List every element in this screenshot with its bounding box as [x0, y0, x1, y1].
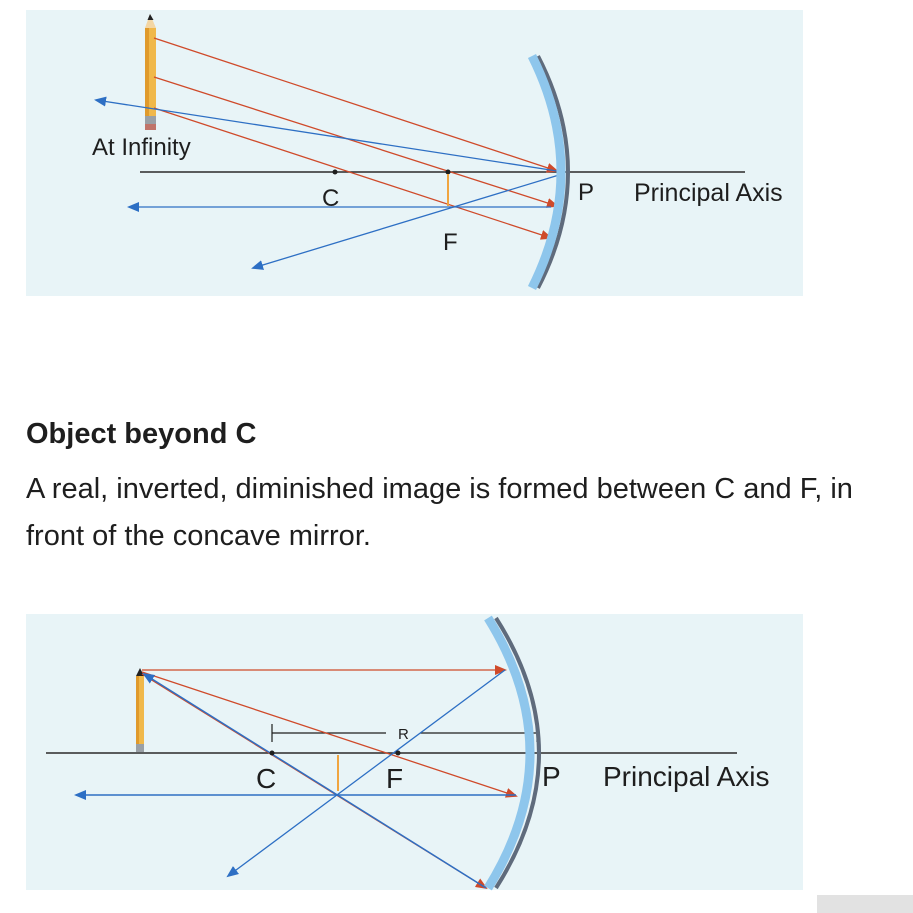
point-c-top [332, 169, 338, 175]
section-heading: Object beyond C [26, 418, 257, 450]
point-f-top [445, 169, 451, 175]
ray-blue-top-1 [94, 96, 558, 172]
ray-red-bottom-2 [141, 671, 518, 798]
ray-blue-top-3 [251, 174, 560, 270]
center-label-bottom: C [256, 763, 276, 794]
diagram-top: At Infinity C F P Principal Axis [92, 14, 783, 291]
focus-label-bottom: F [386, 763, 403, 794]
mirror-top [527, 53, 566, 291]
focus-label-top: F [443, 229, 458, 256]
ray-blue-bottom-1 [226, 669, 506, 878]
mirror-top-back [536, 55, 570, 289]
ray-blue-bottom-3 [142, 672, 487, 889]
center-label-top: C [322, 185, 339, 212]
ray-red-top-3 [153, 107, 553, 240]
pole-label-top: P [578, 179, 594, 206]
pencil-object-bottom [136, 668, 144, 752]
ray-red-top-1 [153, 37, 559, 173]
axis-label-bottom: Principal Axis [603, 761, 770, 792]
point-c-bottom [269, 750, 275, 756]
pole-label-bottom: P [542, 761, 561, 792]
radius-label-bottom: R [398, 726, 409, 743]
section-description: A real, inverted, diminished image is fo… [26, 473, 853, 552]
axis-label-top: Principal Axis [634, 179, 783, 207]
mirror-bottom-back [494, 616, 541, 890]
point-f-bottom [395, 750, 401, 756]
scrollbar-thumb[interactable] [817, 895, 913, 913]
object-label-top: At Infinity [92, 134, 191, 161]
mirror-bottom [484, 615, 535, 891]
diagram-bottom: R C F P Principal Axis [46, 615, 770, 891]
pencil-object-top [145, 14, 156, 130]
ray-red-top-2 [153, 76, 559, 208]
